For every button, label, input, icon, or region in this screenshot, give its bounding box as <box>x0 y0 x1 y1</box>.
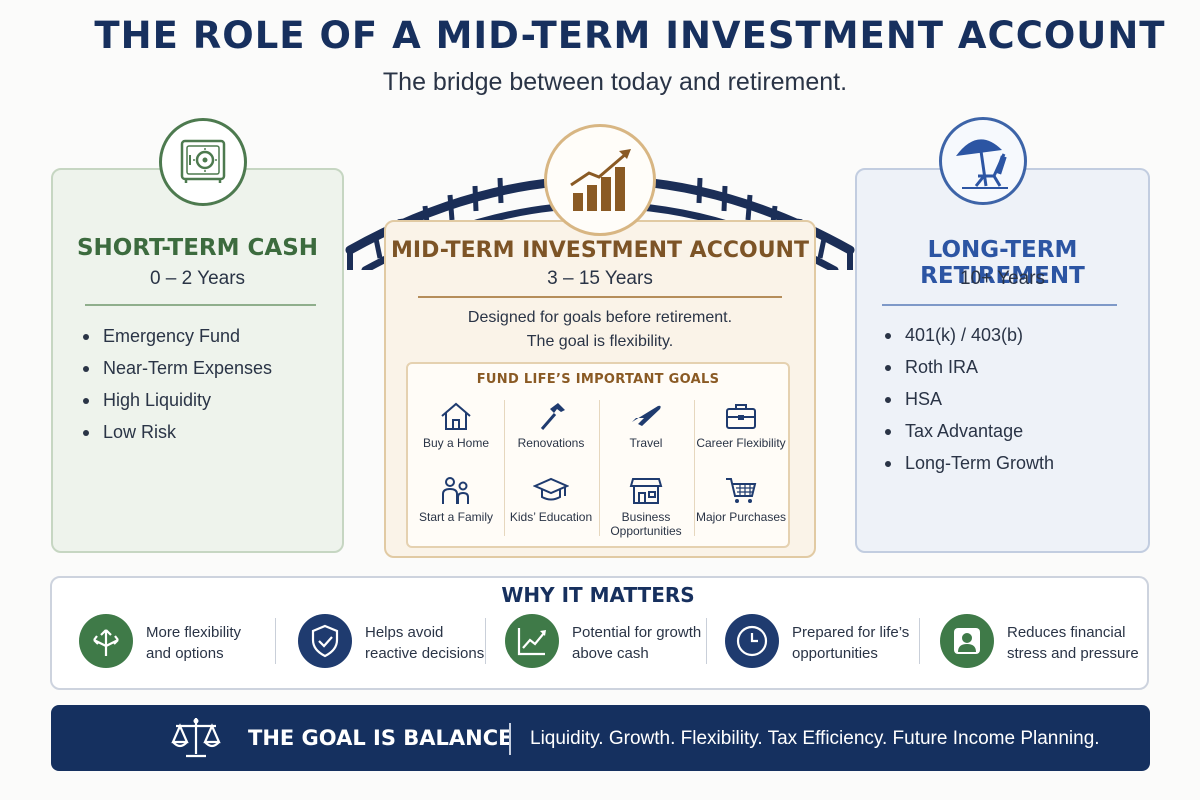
line-chart-icon <box>505 614 559 668</box>
list-item: Low Risk <box>81 416 272 448</box>
goal-buy-home: Buy a Home <box>408 400 504 450</box>
hammer-icon <box>540 403 565 430</box>
shopping-cart-icon <box>726 478 757 503</box>
short-term-list: Emergency Fund Near-Term Expenses High L… <box>81 320 272 448</box>
goals-title: FUND LIFE’S IMPORTANT GOALS <box>476 372 720 387</box>
goal-education: Kids’ Education <box>503 474 599 524</box>
mid-term-title: MID-TERM INVESTMENT ACCOUNT <box>391 238 809 263</box>
goal-purchases: Major Purchases <box>693 474 789 524</box>
clock-icon <box>725 614 779 668</box>
divider <box>509 723 511 755</box>
list-item: Long-Term Growth <box>883 447 1054 479</box>
divider <box>882 304 1117 306</box>
short-term-title: SHORT-TERM CASH <box>76 235 319 261</box>
beach-chair-umbrella-icon <box>939 117 1027 205</box>
mid-term-description: Designed for goals before retirement. <box>467 309 733 326</box>
long-term-title: LONG-TERM RETIREMENT <box>920 237 1085 289</box>
arrows-split-icon <box>79 614 133 668</box>
list-item: Near-Term Expenses <box>81 352 272 384</box>
divider <box>919 618 920 664</box>
long-term-list: 401(k) / 403(b) Roth IRA HSA Tax Advanta… <box>883 319 1054 479</box>
goal-travel: Travel <box>598 400 694 450</box>
short-term-timeframe: 0 – 2 Years <box>149 268 246 289</box>
balance-banner <box>51 705 1150 771</box>
graduation-cap-icon <box>533 477 569 501</box>
goal-career: Career Flexibility <box>693 400 789 450</box>
short-term-card <box>51 168 344 553</box>
airplane-icon <box>632 405 661 426</box>
list-item: Tax Advantage <box>883 415 1054 447</box>
mid-term-description: The goal is flexibility. <box>526 333 674 350</box>
divider <box>504 400 505 536</box>
goals-panel: FUND LIFE’S IMPORTANT GOALS Buy a Home R… <box>406 362 790 548</box>
list-item: High Liquidity <box>81 384 272 416</box>
safe-icon <box>159 118 247 206</box>
page-subtitle: The bridge between today and retirement. <box>382 68 848 96</box>
goal-family: Start a Family <box>408 474 504 524</box>
goal-business: Business Opportunities <box>598 474 694 538</box>
divider <box>275 618 276 664</box>
divider <box>706 618 707 664</box>
goal-renovations: Renovations <box>503 400 599 450</box>
list-item: 401(k) / 403(b) <box>883 319 1054 351</box>
storefront-icon <box>629 478 663 504</box>
divider <box>694 400 695 536</box>
list-item: Emergency Fund <box>81 320 272 352</box>
briefcase-icon <box>726 404 756 429</box>
divider <box>599 400 600 536</box>
balance-scale-icon <box>171 718 221 758</box>
shield-check-icon <box>298 614 352 668</box>
family-icon <box>442 477 469 504</box>
long-term-timeframe: 10+ Years <box>959 268 1046 289</box>
banner-title: THE GOAL IS BALANCE <box>248 726 513 750</box>
divider <box>485 618 486 664</box>
page-title: THE ROLE OF A MID-TERM INVESTMENT ACCOUN… <box>94 14 1166 57</box>
divider <box>85 304 316 306</box>
mid-term-timeframe: 3 – 15 Years <box>547 268 653 289</box>
long-term-card <box>855 168 1150 553</box>
person-icon <box>940 614 994 668</box>
growth-chart-icon <box>544 124 656 236</box>
list-item: Roth IRA <box>883 351 1054 383</box>
house-icon <box>441 402 471 430</box>
divider <box>418 296 782 298</box>
list-item: HSA <box>883 383 1054 415</box>
banner-text: Liquidity. Growth. Flexibility. Tax Effi… <box>530 728 1100 749</box>
why-title: WHY IT MATTERS <box>501 583 695 607</box>
